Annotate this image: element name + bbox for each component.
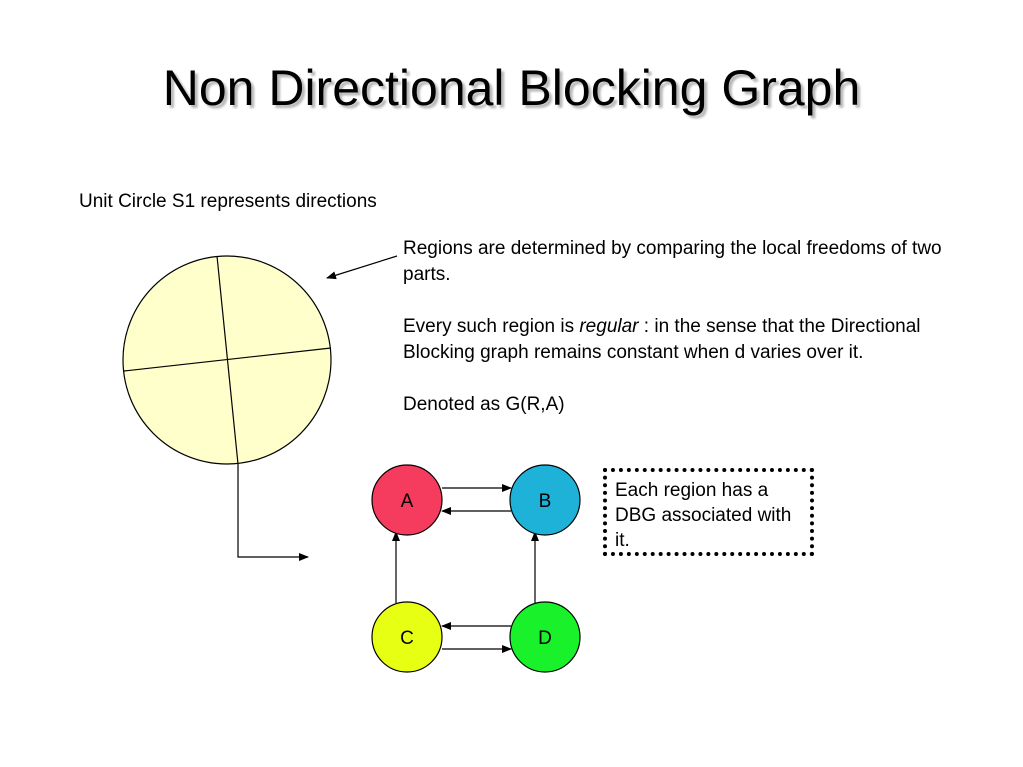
slide-title: Non Directional Blocking Graph: [162, 60, 861, 116]
node-c-circle: [371, 601, 443, 673]
regions-description: Regions are determined by comparing the …: [403, 236, 983, 418]
node-b: B: [509, 464, 581, 536]
node-a: A: [371, 464, 443, 536]
node-d-label: D: [538, 628, 552, 649]
unit-circle-label: Unit Circle S1 represents directions: [79, 191, 377, 212]
regions-p2-prefix: Every such region is: [403, 316, 580, 337]
node-d: D: [509, 601, 581, 673]
circle-divider-horizontal: [123, 347, 332, 372]
region-to-graph-connector: [237, 464, 309, 561]
node-d-circle: [509, 601, 581, 673]
node-b-circle: [509, 464, 581, 536]
node-c: C: [371, 601, 443, 673]
node-a-circle: [371, 464, 443, 536]
graph-edges: [392, 484, 539, 653]
dbg-note-box: Each region has a DBG associated with it…: [603, 468, 814, 556]
graph-nodes: A B C D: [371, 464, 581, 673]
unit-circle: [122, 255, 332, 465]
regions-p2-suffix: : in the sense that the Directional Bloc…: [403, 316, 921, 363]
node-a-label: A: [401, 491, 414, 512]
node-c-label: C: [400, 628, 414, 649]
regions-paragraph-3: Denoted as G(R,A): [403, 394, 565, 415]
region-pointer-arrow: [326, 255, 398, 280]
regions-paragraph-2: Every such region is regular : in the se…: [403, 314, 983, 366]
regular-term: regular: [579, 316, 639, 337]
node-b-label: B: [539, 491, 552, 512]
regions-paragraph-1: Regions are determined by comparing the …: [403, 238, 942, 285]
